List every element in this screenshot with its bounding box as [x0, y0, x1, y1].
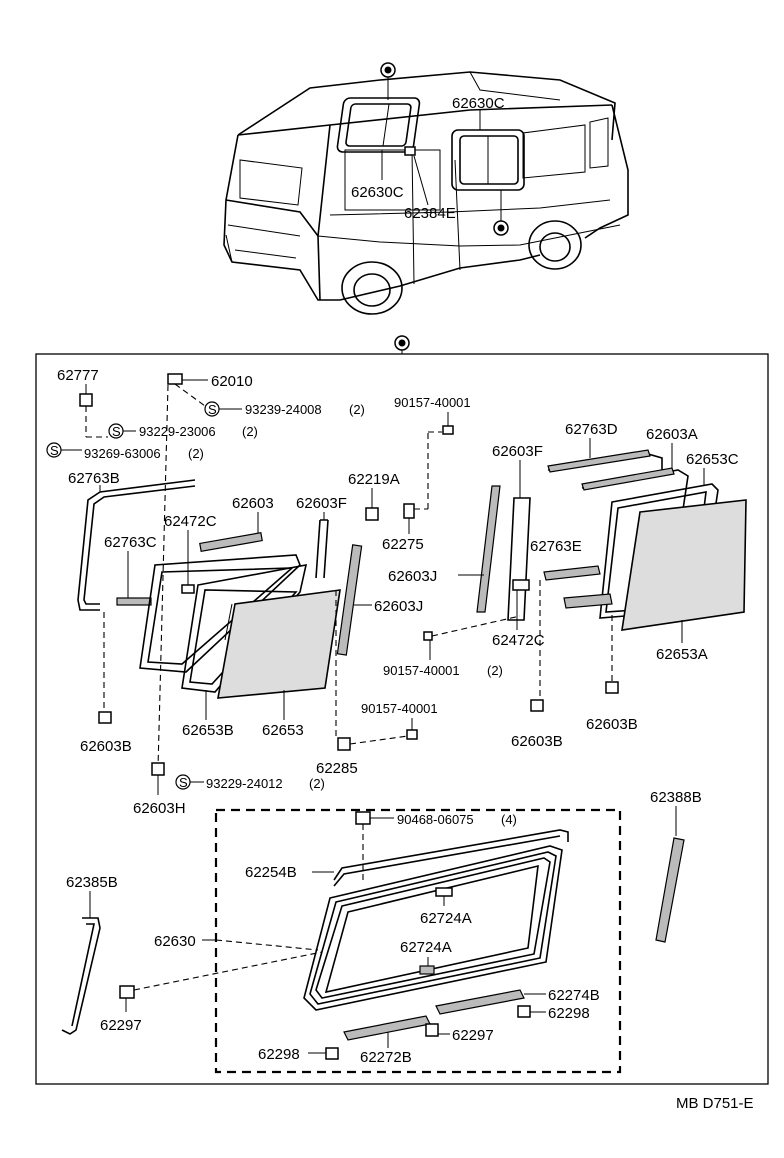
label-62297-left: 62297	[100, 1017, 142, 1034]
label-90157-40001-c: 90157-40001	[361, 701, 438, 716]
label-93269-63006: 93269-63006	[84, 446, 161, 461]
label-62724A-b: 62724A	[400, 939, 452, 956]
label-62763E: 62763E	[530, 538, 582, 555]
qty-93269-63006: (2)	[188, 446, 204, 461]
clip-62777-part	[79, 393, 93, 407]
label-62653: 62653	[262, 722, 304, 739]
label-62603-left: 62603	[232, 495, 274, 512]
glass-62653	[217, 589, 341, 699]
screw-symbol-93269: S	[50, 443, 59, 458]
label-62297-right: 62297	[452, 1027, 494, 1044]
label-62603H: 62603H	[133, 800, 186, 817]
roof-window-frame	[303, 845, 563, 1011]
glass-62653A	[621, 499, 747, 631]
label-62298-left: 62298	[258, 1046, 300, 1063]
label-62603B-mid: 62603B	[511, 733, 563, 750]
label-62272B: 62272B	[360, 1049, 412, 1066]
label-62603J-left: 62603J	[374, 598, 423, 615]
label-62010: 62010	[211, 373, 253, 390]
label-93229-23006: 93229-23006	[139, 424, 216, 439]
label-62724A-a: 62724A	[420, 910, 472, 927]
label-62603J-right: 62603J	[388, 568, 437, 585]
label-93239-24008: 93239-24008	[245, 402, 322, 417]
label-62603F-right: 62603F	[492, 443, 543, 460]
label-62630: 62630	[154, 933, 196, 950]
label-62763C: 62763C	[104, 534, 157, 551]
qty-90157-40001-b: (2)	[487, 663, 503, 678]
screw-symbol-93229a: S	[112, 424, 121, 439]
roof-window-box	[214, 808, 622, 1074]
parts-frame	[35, 353, 769, 1085]
screw-symbol-93239: S	[208, 402, 217, 417]
label-62653C: 62653C	[686, 451, 739, 468]
label-62285: 62285	[316, 760, 358, 777]
drawing-code: MB D751-E	[676, 1095, 754, 1112]
label-62472C-left: 62472C	[164, 513, 217, 530]
label-62388B: 62388B	[650, 789, 702, 806]
label-90157-40001-b: 90157-40001	[383, 663, 460, 678]
label-62603B-left: 62603B	[80, 738, 132, 755]
label-62384E: 62384E	[404, 205, 456, 222]
label-62275: 62275	[382, 536, 424, 553]
label-62763D: 62763D	[565, 421, 618, 438]
qty-93229-23006: (2)	[242, 424, 258, 439]
label-62630C-roof: 62630C	[452, 95, 505, 112]
van-illustration	[223, 62, 629, 315]
label-62385B: 62385B	[66, 874, 118, 891]
label-62274B: 62274B	[548, 987, 600, 1004]
qty-93229-24012: (2)	[309, 776, 325, 791]
label-62603F-left: 62603F	[296, 495, 347, 512]
label-62653A: 62653A	[656, 646, 708, 663]
label-62763B: 62763B	[68, 470, 120, 487]
label-62777: 62777	[57, 367, 99, 384]
label-62219A: 62219A	[348, 471, 400, 488]
label-62472C-right: 62472C	[492, 632, 545, 649]
label-62630C-left: 62630C	[351, 184, 404, 201]
screw-symbol-93229b: S	[179, 775, 188, 790]
label-90157-40001-a: 90157-40001	[394, 395, 471, 410]
label-62603A: 62603A	[646, 426, 698, 443]
label-62254B: 62254B	[245, 864, 297, 881]
label-62298-right: 62298	[548, 1005, 590, 1022]
label-62653B: 62653B	[182, 722, 234, 739]
label-90468-06075: 90468-06075	[397, 812, 474, 827]
qty-93239-24008: (2)	[349, 402, 365, 417]
qty-90468-06075: (4)	[501, 812, 517, 827]
label-62603B-right: 62603B	[586, 716, 638, 733]
label-93229-24012: 93229-24012	[206, 776, 283, 791]
